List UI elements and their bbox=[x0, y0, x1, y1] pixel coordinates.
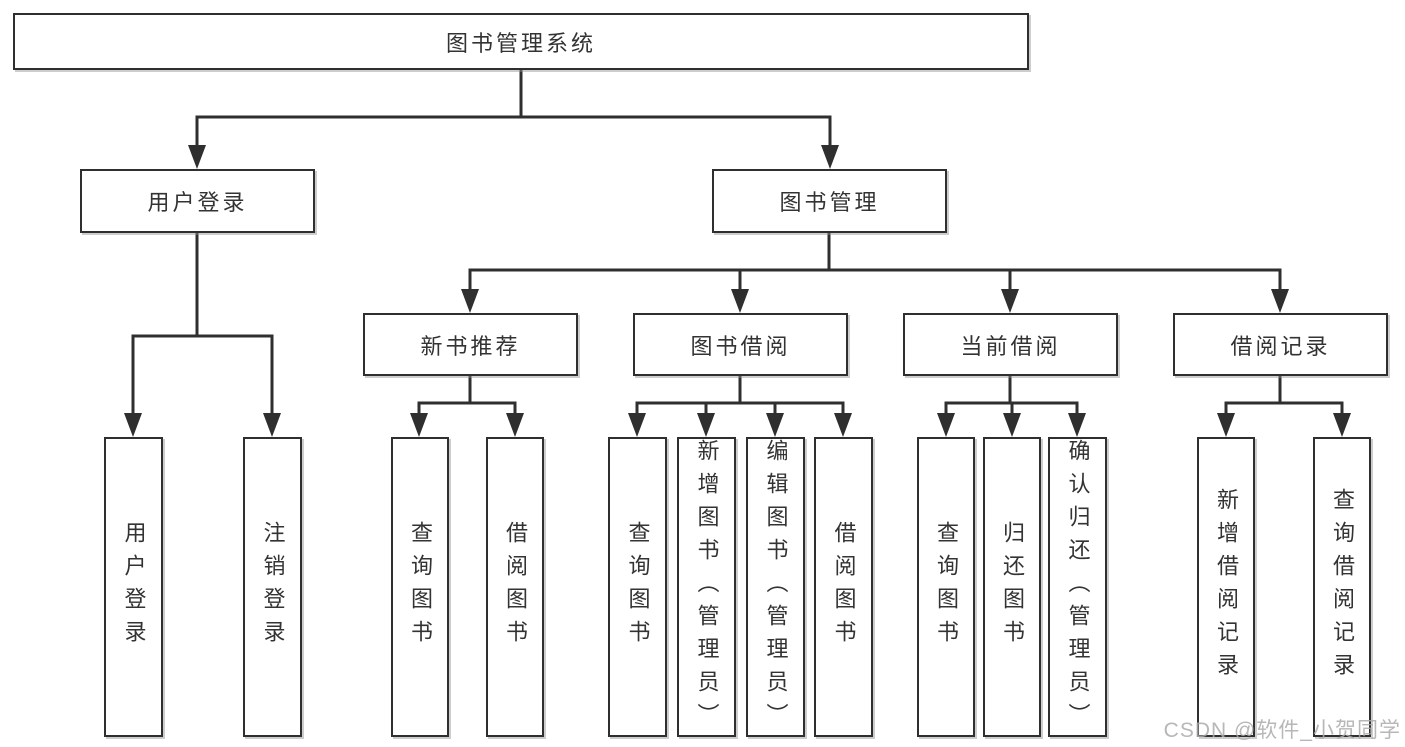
leaf-user-login: 用户登录 bbox=[104, 437, 163, 737]
arrowhead-down-icon bbox=[697, 413, 715, 437]
node-new-book-recommend: 新书推荐 bbox=[363, 313, 578, 376]
leaf-borrow-book: 借阅图书 bbox=[814, 437, 873, 737]
arrowhead-down-icon bbox=[628, 413, 646, 437]
arrowhead-down-icon bbox=[1003, 413, 1021, 437]
arrowhead-down-icon bbox=[821, 145, 839, 169]
leaf-return-book: 归还图书 bbox=[983, 437, 1041, 737]
arrowhead-down-icon bbox=[834, 413, 852, 437]
csdn-watermark: CSDN @软件_小贺同学 bbox=[1163, 719, 1401, 742]
node-book-borrow: 图书借阅 bbox=[633, 313, 848, 376]
arrowhead-down-icon bbox=[1001, 289, 1019, 313]
arrowhead-down-icon bbox=[731, 289, 749, 313]
arrowhead-down-icon bbox=[1068, 413, 1086, 437]
leaf-logout: 注销登录 bbox=[243, 437, 302, 737]
leaf-confirm-return-admin: 确认归还（管理员） bbox=[1048, 437, 1107, 737]
leaf-newbook-query: 查询图书 bbox=[391, 437, 449, 737]
leaf-current-query: 查询图书 bbox=[917, 437, 975, 737]
arrowhead-down-icon bbox=[124, 413, 142, 437]
arrowhead-down-icon bbox=[1271, 289, 1289, 313]
arrowhead-down-icon bbox=[410, 413, 428, 437]
leaf-borrow-add-admin: 新增图书（管理员） bbox=[677, 437, 736, 737]
arrowhead-down-icon bbox=[263, 413, 281, 437]
arrowhead-down-icon bbox=[937, 413, 955, 437]
node-user-login: 用户登录 bbox=[80, 169, 315, 233]
arrowhead-down-icon bbox=[506, 413, 524, 437]
leaf-borrow-edit-admin: 编辑图书（管理员） bbox=[746, 437, 805, 737]
arrowhead-down-icon bbox=[766, 413, 784, 437]
arrowhead-down-icon bbox=[1333, 413, 1351, 437]
node-book-management: 图书管理 bbox=[712, 169, 947, 233]
leaf-record-add: 新增借阅记录 bbox=[1197, 437, 1255, 737]
node-library-system: 图书管理系统 bbox=[13, 13, 1029, 70]
arrowhead-down-icon bbox=[188, 145, 206, 169]
leaf-newbook-borrow: 借阅图书 bbox=[486, 437, 544, 737]
leaf-borrow-query: 查询图书 bbox=[608, 437, 667, 737]
node-current-borrow: 当前借阅 bbox=[903, 313, 1118, 376]
node-borrow-record: 借阅记录 bbox=[1173, 313, 1388, 376]
leaf-record-query: 查询借阅记录 bbox=[1313, 437, 1371, 737]
arrowhead-down-icon bbox=[1217, 413, 1235, 437]
arrowhead-down-icon bbox=[461, 289, 479, 313]
